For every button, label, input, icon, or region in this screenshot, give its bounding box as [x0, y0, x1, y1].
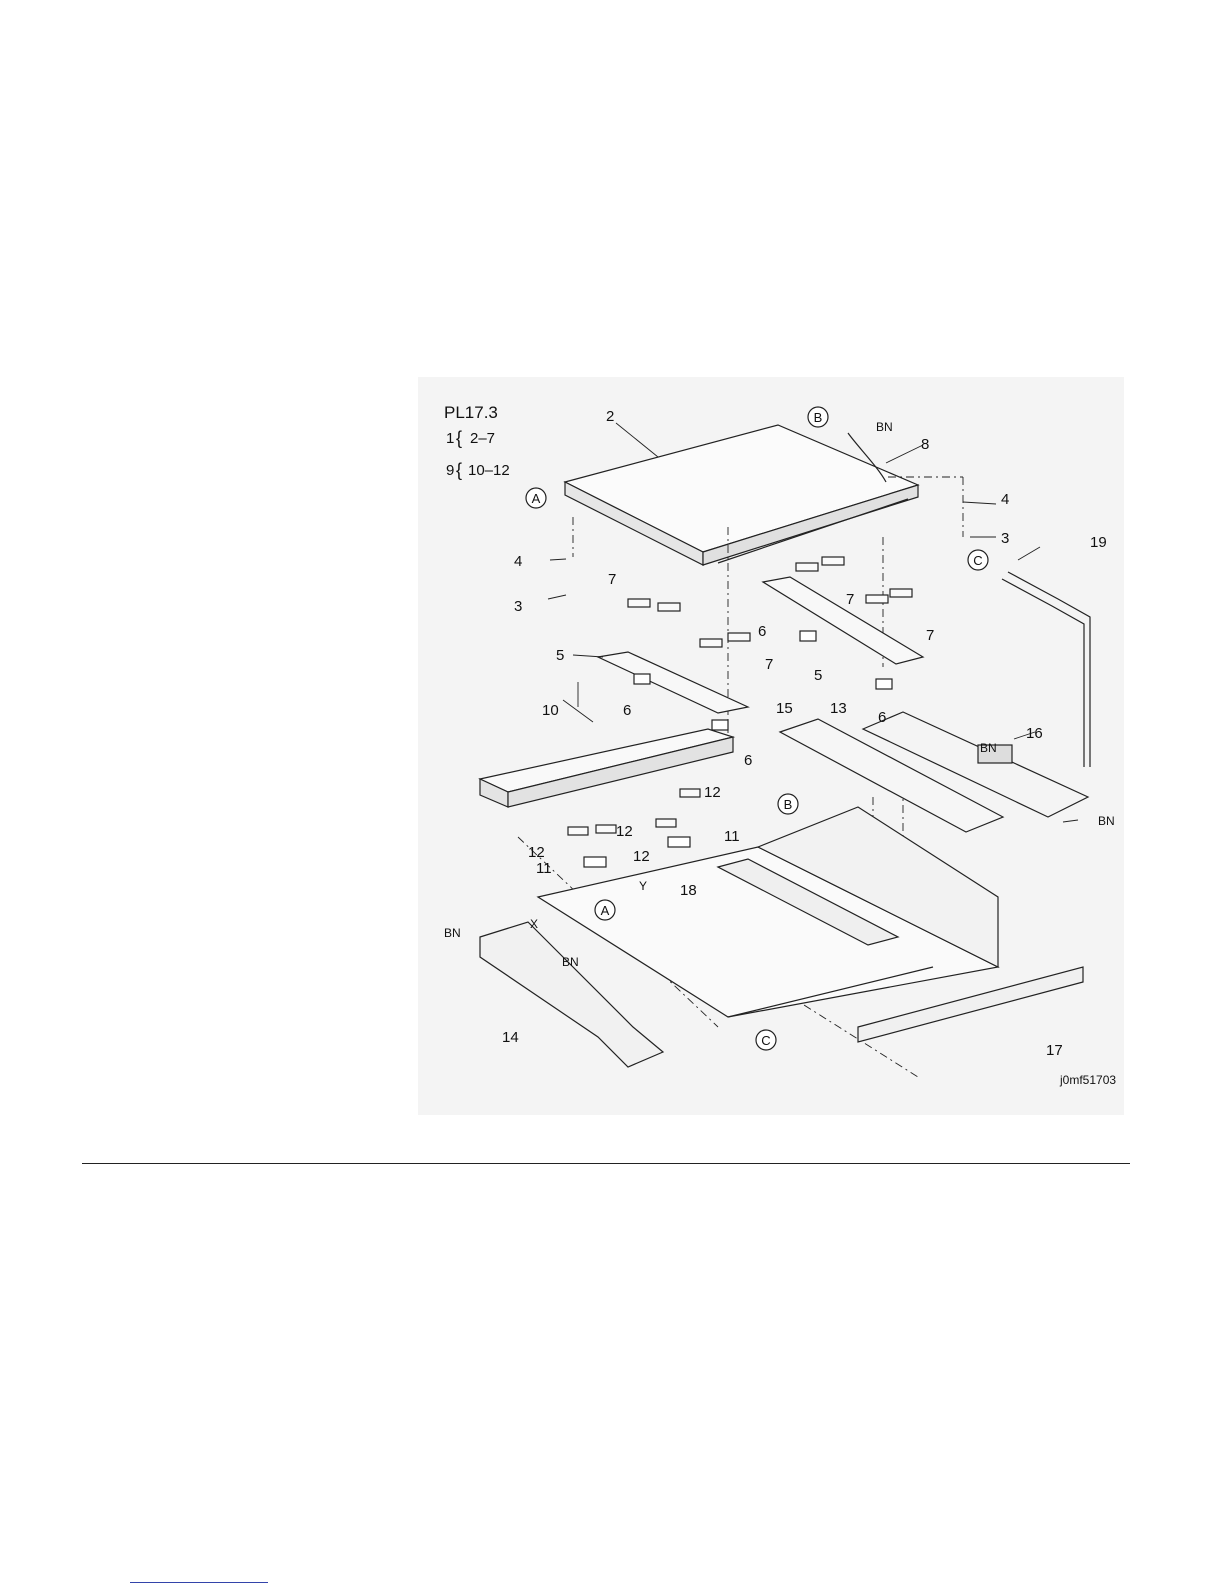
bn-tag-2: BN: [980, 741, 997, 755]
callout-3a: 3: [514, 598, 522, 615]
callout-5a: 5: [556, 647, 564, 664]
bn-tag-1: BN: [876, 420, 893, 434]
bn-tag-5: BN: [562, 955, 579, 969]
callout-8: 8: [921, 436, 929, 453]
top-cover-part: [565, 425, 918, 565]
callout-13: 13: [830, 700, 847, 717]
callout-2: 2: [606, 408, 614, 425]
callout-4a: 4: [514, 553, 522, 570]
group-1-brace: {: [456, 428, 462, 448]
callout-7b: 7: [846, 591, 854, 608]
ref-C-1: C: [973, 553, 982, 568]
plate-id: PL17.3: [444, 403, 498, 422]
callout-12b: 12: [616, 823, 633, 840]
callout-10: 10: [542, 702, 559, 719]
callout-11b: 11: [536, 860, 552, 877]
callout-18: 18: [680, 882, 697, 899]
group-1-range: 2–7: [470, 430, 495, 447]
callout-4b: 4: [1001, 491, 1009, 508]
callout-7c: 7: [926, 627, 934, 644]
harness-part: [1002, 572, 1090, 767]
ref-B-1: B: [814, 410, 823, 425]
callout-12a: 12: [704, 784, 721, 801]
callout-14: 14: [502, 1029, 519, 1046]
callout-7d: 7: [765, 656, 773, 673]
bn-tag-4: BN: [444, 926, 461, 940]
callout-19: 19: [1090, 534, 1107, 551]
callout-7a: 7: [608, 571, 616, 588]
callout-6c: 6: [744, 752, 752, 769]
parts-diagram-figure: A B C A B C PL17.3 1 { 2–7 9 { 10–12 2 4…: [418, 377, 1124, 1115]
x-tag: X: [530, 917, 538, 931]
y-tag: Y: [639, 879, 647, 893]
group-1-parent: 1: [446, 430, 454, 447]
ref-A-2: A: [601, 903, 610, 918]
page-divider: [82, 1163, 1130, 1164]
callout-5b: 5: [814, 667, 822, 684]
callout-17: 17: [1046, 1042, 1063, 1059]
callout-6a: 6: [758, 623, 766, 640]
image-code: j0mf51703: [1059, 1073, 1116, 1087]
group-2-parent: 9: [446, 462, 454, 479]
bn-tag-3: BN: [1098, 814, 1115, 828]
callout-12d: 12: [633, 848, 650, 865]
group-2-range: 10–12: [468, 462, 510, 479]
callout-6d: 6: [878, 709, 886, 726]
callout-15: 15: [776, 700, 793, 717]
group-2-brace: {: [456, 460, 462, 480]
callout-16: 16: [1026, 725, 1043, 742]
callout-6b: 6: [623, 702, 631, 719]
exploded-parts-diagram: A B C A B C PL17.3 1 { 2–7 9 { 10–12 2 4…: [418, 377, 1124, 1115]
callout-12c: 12: [528, 844, 545, 861]
ref-C-2: C: [761, 1033, 770, 1048]
callout-11a: 11: [724, 828, 740, 845]
callout-3b: 3: [1001, 530, 1009, 547]
footer-link-underline: [130, 1582, 268, 1583]
ref-A-1: A: [532, 491, 541, 506]
ref-B-2: B: [784, 797, 793, 812]
clip-parts-12: [568, 789, 700, 835]
